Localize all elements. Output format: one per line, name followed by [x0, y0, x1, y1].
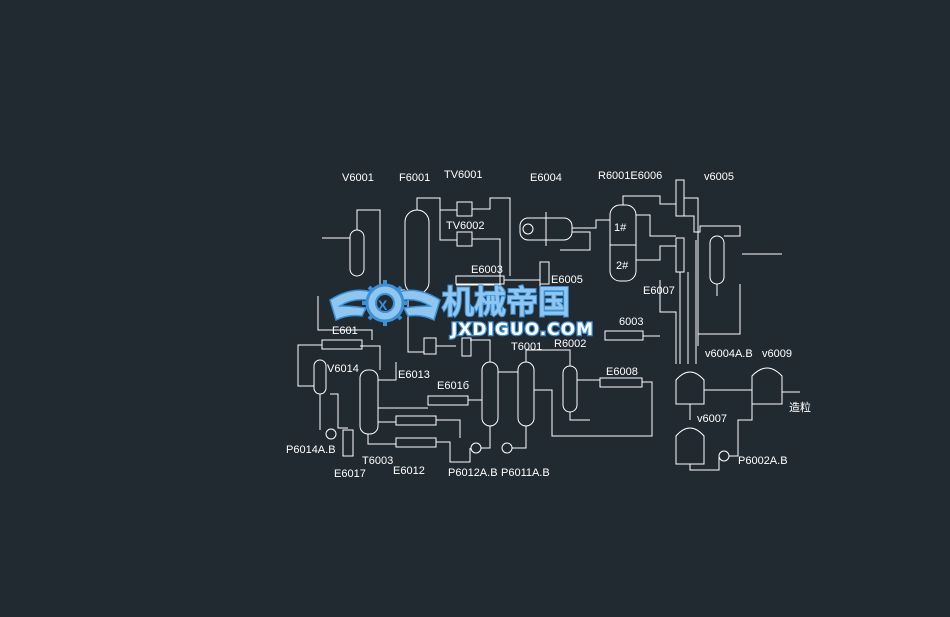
exchanger-e601: [321, 339, 363, 350]
label-t6001: T6001: [511, 341, 542, 353]
tank-v6009: [751, 367, 783, 405]
piping: [297, 195, 800, 471]
exchanger-e6007: [675, 237, 685, 273]
exchanger-e6017: [342, 429, 354, 457]
vessel-v6014: [313, 359, 327, 395]
label-e6005: E6005: [551, 274, 583, 286]
label-t6003: T6003: [362, 455, 393, 467]
tank-v6004: [675, 371, 705, 405]
valve-tv6002: [456, 231, 473, 247]
exchanger-e6006: [675, 179, 685, 217]
label-e6003: E6003: [471, 264, 503, 276]
reactor-r6002: [562, 365, 578, 413]
svg-text:X: X: [378, 297, 388, 313]
exchanger-e6012a: [395, 415, 437, 426]
label-e601: E601: [332, 325, 358, 337]
label-p6014: P6014A.B: [286, 444, 336, 456]
label-e6007: E6007: [643, 285, 675, 297]
watermark-en: JXDIGUO.COM: [450, 320, 594, 340]
label-r6002: R6002: [554, 338, 586, 350]
label-r2: 2#: [616, 260, 629, 272]
label-p6002: P6002A.B: [738, 455, 788, 467]
label-v6009: v6009: [762, 348, 792, 360]
exchanger-e6012b: [395, 437, 437, 448]
label-zaoli: 造粒: [789, 400, 811, 414]
vessel-v6001: [349, 229, 365, 277]
exchanger-e6013: [423, 337, 437, 355]
label-e6008: E6008: [606, 366, 638, 378]
pump-p6002: [718, 450, 730, 462]
label-e6017: E6017: [334, 468, 366, 480]
label-v6014: V6014: [327, 363, 359, 375]
label-r1: 1#: [614, 222, 627, 234]
label-e6012: E6012: [393, 465, 425, 477]
vessel-v6005: [709, 235, 725, 285]
label-v6005: v6005: [704, 171, 734, 183]
watermark-cn: 机械帝国: [442, 283, 570, 321]
column-t6001b: [517, 361, 535, 427]
label-r6001-e6006: R6001E6006: [598, 170, 662, 182]
watermark-logo: X: [329, 280, 441, 326]
label-f6001: F6001: [399, 172, 430, 184]
label-e6013: E6013: [398, 369, 430, 381]
exchanger-6003: [604, 330, 644, 341]
pump-p6011: [501, 442, 513, 454]
label-tv6002: TV6002: [446, 220, 485, 232]
label-v6007: v6007: [697, 413, 727, 425]
label-v6001: V6001: [342, 172, 374, 184]
label-p6011: P6011A.B: [501, 467, 550, 479]
label-e6016: E601б: [437, 380, 469, 392]
exchanger-e6008: [599, 377, 643, 388]
label-p6012: P6012A.B: [448, 467, 498, 479]
pump-p6012: [470, 442, 482, 454]
column-t6003: [359, 369, 379, 435]
label-6003: 6003: [619, 316, 643, 328]
tank-v6007: [675, 427, 705, 465]
pump-p6014: [325, 428, 337, 440]
label-tv6001: TV6001: [444, 169, 483, 181]
column-f6001: [404, 209, 430, 295]
exchanger-e6005: [539, 261, 550, 285]
valve-tv6001: [456, 201, 473, 217]
label-v6004: v6004A.B: [705, 348, 753, 360]
column-t6001a: [481, 361, 499, 427]
label-e6004: E6004: [530, 172, 562, 184]
exchanger-e6016: [427, 395, 469, 406]
